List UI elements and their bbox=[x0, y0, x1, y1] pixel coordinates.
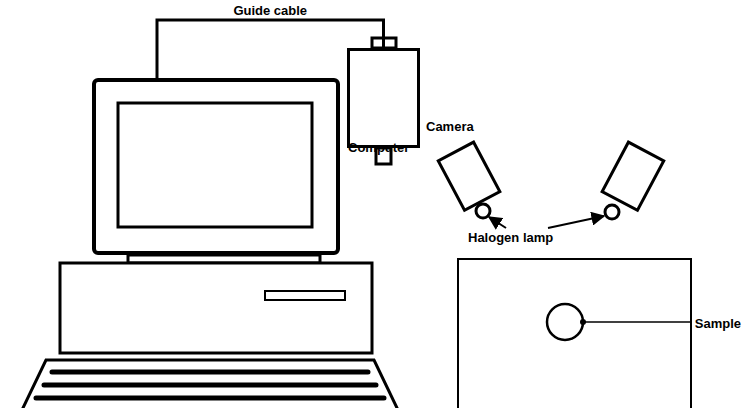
leader-line bbox=[583, 321, 692, 323]
halogen-lamp bbox=[438, 142, 500, 210]
monitor-box: Computer bbox=[92, 78, 340, 255]
leader-arrow bbox=[548, 216, 604, 228]
screen bbox=[118, 103, 312, 227]
part-label: Sample bbox=[695, 316, 741, 331]
system-unit bbox=[60, 263, 372, 353]
lamp-bulb bbox=[476, 204, 490, 218]
edge-label: Guide cable bbox=[231, 3, 309, 18]
halogen-lamp bbox=[602, 142, 664, 210]
part-label: Camera bbox=[426, 119, 474, 134]
camera-body: Camera bbox=[347, 48, 420, 148]
drive-slot bbox=[265, 291, 345, 300]
leader-arrow bbox=[489, 217, 506, 228]
keyboard-keys bbox=[36, 372, 384, 398]
keyboard bbox=[22, 360, 398, 408]
sample-stage: Sample bbox=[457, 258, 692, 408]
lamp-bulb bbox=[605, 205, 619, 219]
part-label: Halogen lamp bbox=[468, 230, 553, 245]
sample-disc bbox=[547, 304, 583, 340]
